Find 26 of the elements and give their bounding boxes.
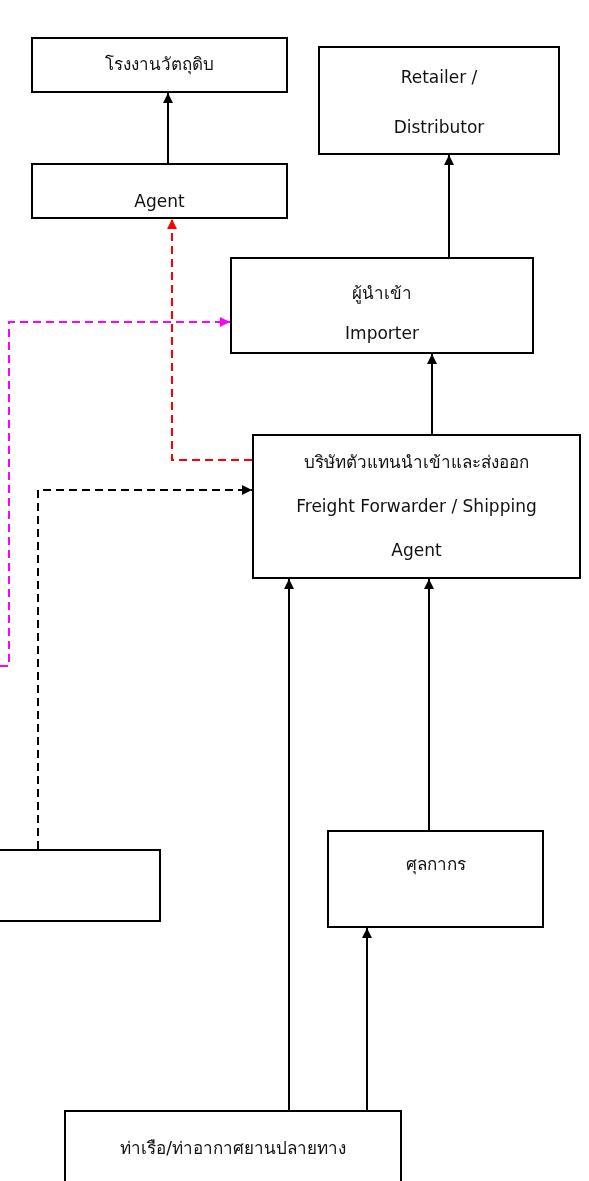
node-label: Importer xyxy=(345,322,419,345)
node-label: Freight Forwarder / Shipping Agent xyxy=(295,495,538,562)
process-box xyxy=(31,37,288,93)
node-label: บริษัทตัวแทนนำเข้าและส่งออก xyxy=(304,451,529,474)
process-box xyxy=(230,257,534,354)
arrow xyxy=(284,578,294,1111)
arrow xyxy=(444,154,454,258)
node-label: โรงงานวัตถุดิบ xyxy=(105,53,214,77)
process-box xyxy=(64,1110,402,1181)
node-label: Agent xyxy=(134,190,185,213)
arrow xyxy=(427,353,437,435)
dashed-arrow xyxy=(37,485,253,850)
process-box xyxy=(252,434,581,579)
arrow xyxy=(163,92,173,164)
node-label: ศุลกากร xyxy=(405,853,466,877)
arrow xyxy=(362,927,372,1111)
process-box xyxy=(318,46,560,155)
dashed-arrow xyxy=(0,317,231,667)
process-box xyxy=(31,163,288,219)
dashed-arrow xyxy=(167,218,253,461)
node-label: ผู้นำเข้า xyxy=(352,282,412,306)
node-label: ท่าเรือ/ท่าอากาศยานปลายทาง xyxy=(120,1137,346,1160)
process-box xyxy=(327,830,544,928)
arrow xyxy=(424,578,434,831)
node-label: Retailer / Distributor xyxy=(392,66,486,139)
empty-box xyxy=(0,849,161,922)
